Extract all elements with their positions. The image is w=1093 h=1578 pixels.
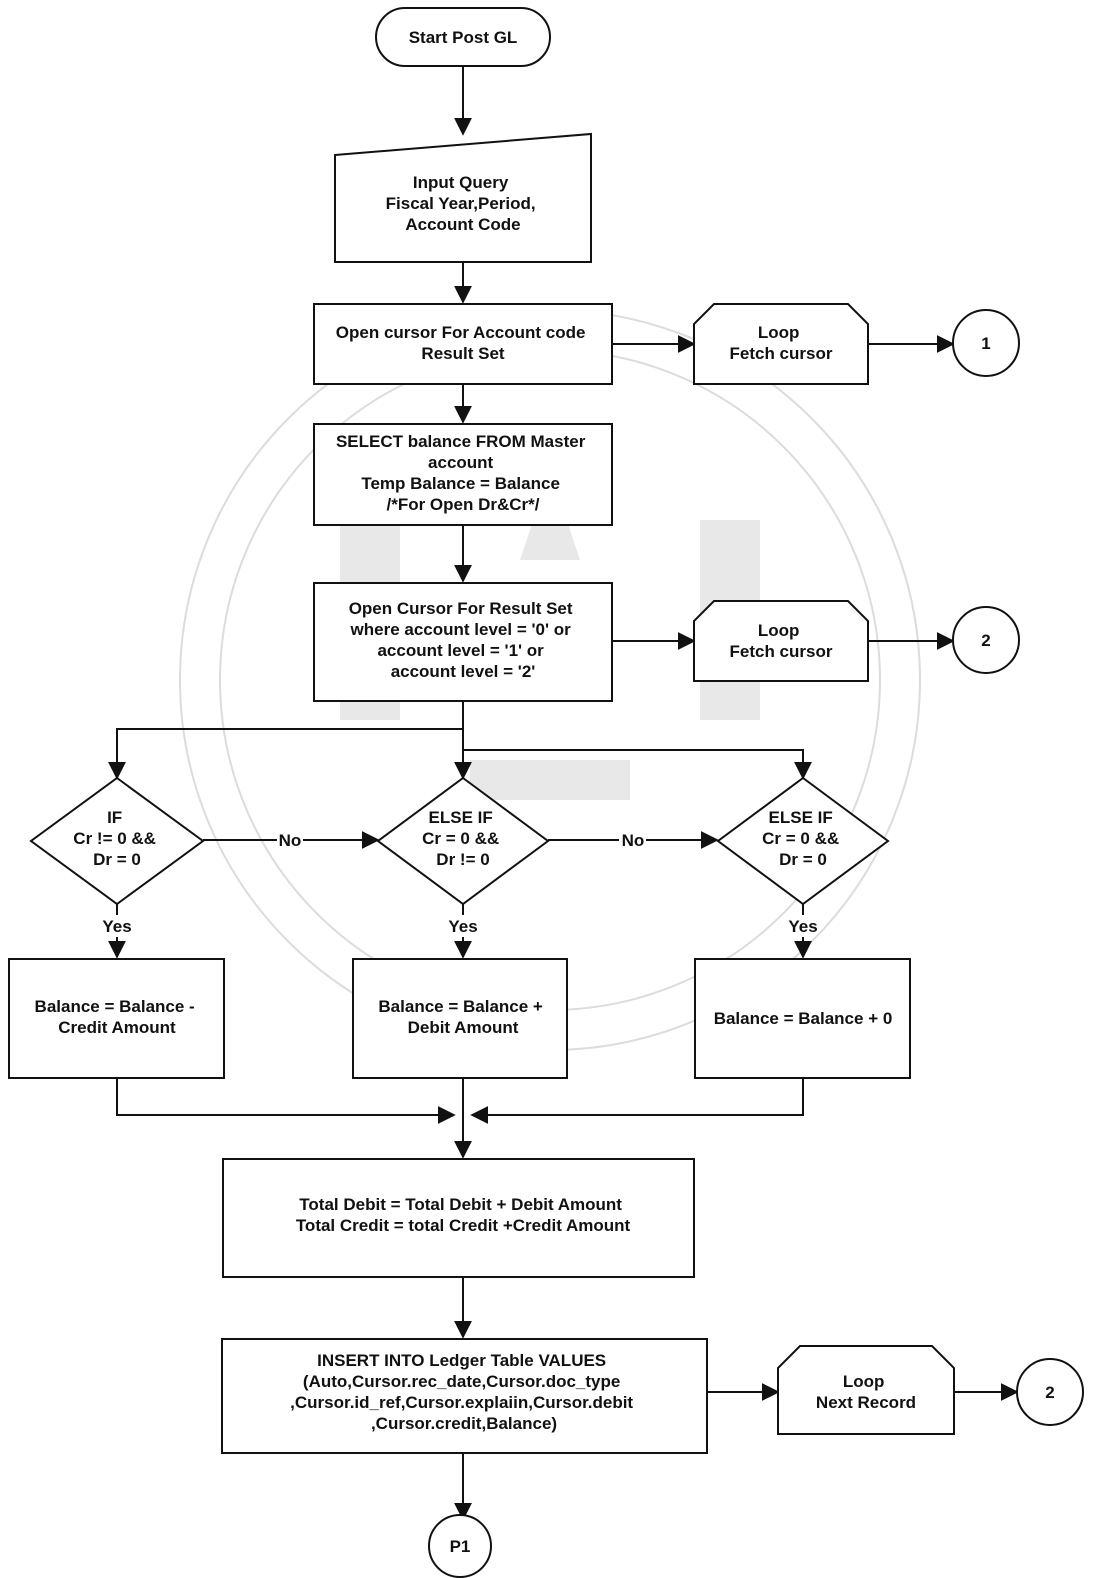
connector-2-top: 2 — [952, 606, 1020, 674]
no-label-2: No — [622, 831, 645, 850]
no-label-1: No — [279, 831, 302, 850]
yes-label-1: Yes — [102, 917, 131, 936]
svg-text:Open Cursor For Result Set: Open Cursor For Result Set where account… — [349, 599, 578, 681]
loop-next-record-node: Loop Next Record — [777, 1345, 955, 1435]
connector-1: 1 — [952, 309, 1020, 377]
svg-text:P1: P1 — [450, 1537, 471, 1556]
svg-text:Open cursor For Account code: Open cursor For Account code Result Set — [336, 323, 590, 363]
svg-text:Start Post GL: Start Post GL — [409, 28, 518, 47]
svg-text:ELSE IF Cr = 0 &&: ELSE IF Cr = 0 && Dr != 0 — [422, 808, 504, 869]
svg-text:IF Cr != 0 && Dr =: IF Cr != 0 && Dr = 0 — [73, 808, 160, 869]
svg-text:1: 1 — [981, 334, 990, 353]
process-debit-node: Balance = Balance + Debit Amount — [352, 958, 568, 1079]
select-balance-node: SELECT balance FROM Master account Temp … — [313, 423, 613, 526]
loop-fetch-node-1: Loop Fetch cursor — [693, 303, 869, 385]
totals-node: Total Debit = Total Debit + Debit Amount… — [222, 1158, 695, 1278]
svg-text:ELSE IF Cr = 0 &&: ELSE IF Cr = 0 && Dr = 0 — [762, 808, 844, 869]
decision-else-if-1: ELSE IF Cr = 0 && Dr != 0 — [376, 776, 550, 906]
svg-text:Loop Fetch cursor: Loop Fetch cursor — [730, 621, 833, 661]
process-credit-node: Balance = Balance - Credit Amount — [8, 958, 225, 1079]
loop-fetch-node-2: Loop Fetch cursor — [693, 600, 869, 682]
open-cursor-account-node: Open cursor For Account code Result Set — [313, 303, 613, 385]
svg-text:Balance = Balance + 0: Balance = Balance + 0 — [714, 1009, 893, 1028]
svg-text:Total Debit = Total Debit + De: Total Debit = Total Debit + Debit Amount… — [296, 1195, 631, 1235]
edges — [108, 66, 1019, 1521]
svg-text:Input Query Fiscal Year,: Input Query Fiscal Year,Period, Account … — [386, 173, 541, 234]
offpage-connector-p1: P1 — [428, 1514, 492, 1578]
svg-text:Loop Fetch cursor: Loop Fetch cursor — [730, 323, 833, 363]
input-query-node: Input Query Fiscal Year,Period, Account … — [334, 132, 592, 263]
svg-text:2: 2 — [1045, 1383, 1054, 1402]
decision-else-if-2: ELSE IF Cr = 0 && Dr = 0 — [716, 776, 890, 906]
decision-if: IF Cr != 0 && Dr = 0 — [29, 776, 205, 906]
svg-text:Balance = Balance + Debi: Balance = Balance + Debit Amount — [378, 997, 547, 1037]
svg-text:Balance = Balance - Cred: Balance = Balance - Credit Amount — [35, 997, 200, 1037]
svg-text:Loop Next Record: Loop Next Record — [816, 1372, 916, 1412]
svg-text:INSERT INTO Ledger Table VALU: INSERT INTO Ledger Table VALUES (Auto,Cu… — [290, 1351, 638, 1433]
connector-2-bottom: 2 — [1016, 1358, 1084, 1426]
open-cursor-result-node: Open Cursor For Result Set where account… — [313, 582, 613, 702]
start-terminator: Start Post GL — [375, 7, 551, 67]
process-zero-node: Balance = Balance + 0 — [694, 958, 911, 1079]
yes-label-2: Yes — [448, 917, 477, 936]
yes-label-3: Yes — [788, 917, 817, 936]
svg-text:2: 2 — [981, 631, 990, 650]
insert-ledger-node: INSERT INTO Ledger Table VALUES (Auto,Cu… — [221, 1338, 708, 1454]
svg-text:SELECT balance FROM Master: SELECT balance FROM Master account Temp … — [336, 432, 590, 514]
